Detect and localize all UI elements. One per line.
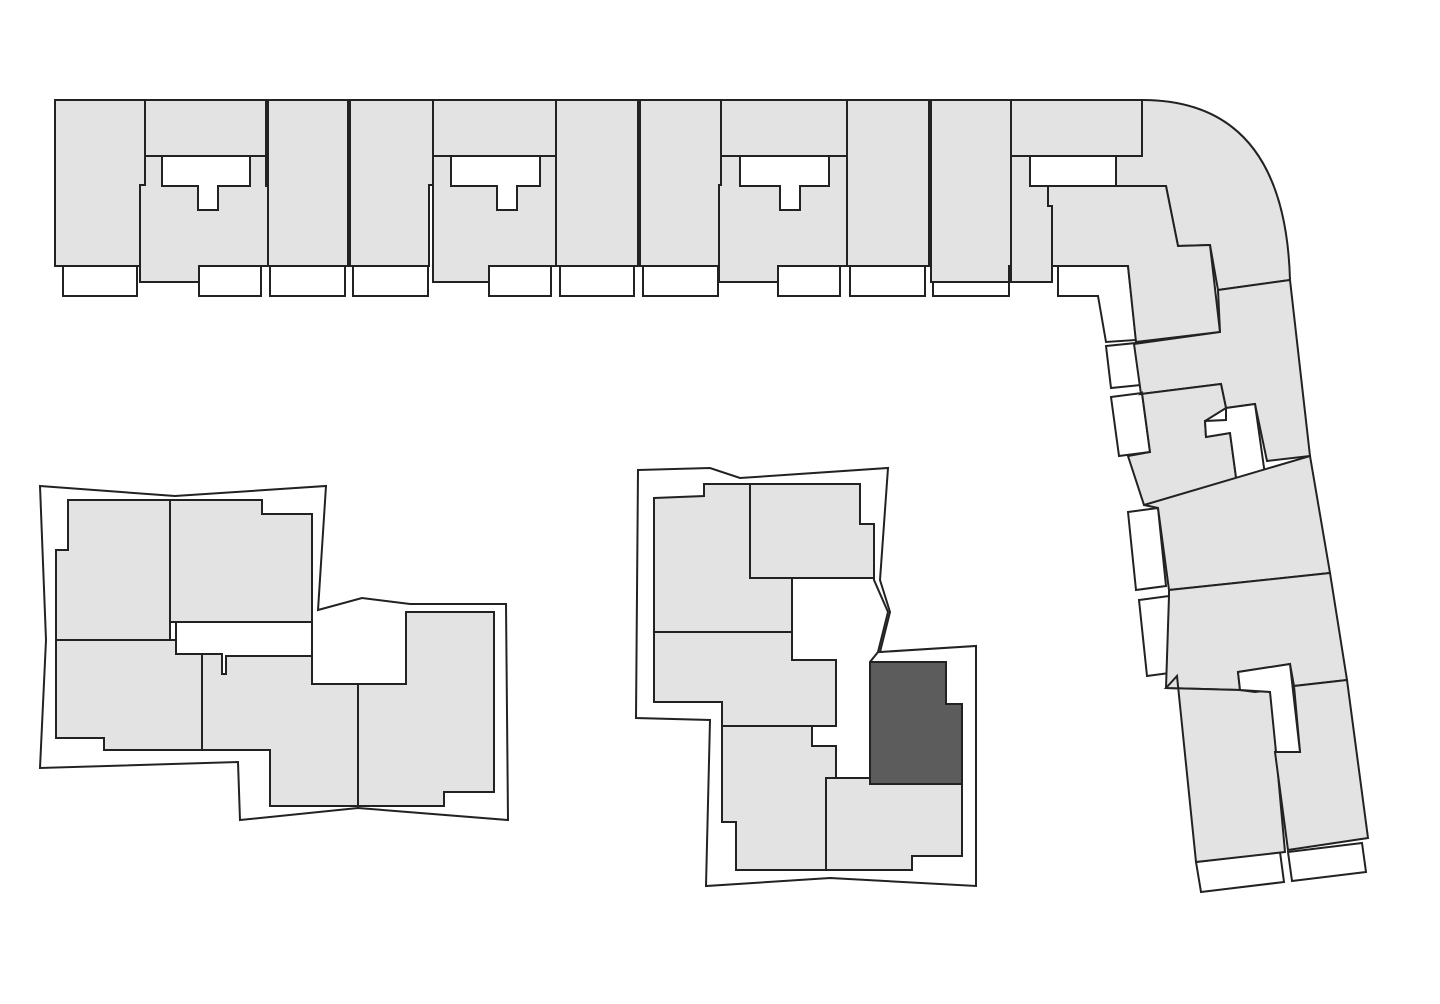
unit[interactable] (721, 725, 837, 871)
unit[interactable] (1163, 673, 1287, 864)
courtyard-void (1236, 662, 1302, 753)
unit[interactable] (720, 99, 848, 157)
balcony[interactable] (352, 265, 429, 297)
building-outline (38, 484, 510, 822)
balcony[interactable] (1286, 841, 1368, 883)
unit[interactable] (432, 155, 557, 283)
unit[interactable] (718, 155, 848, 283)
building-north-east (54, 98, 1370, 894)
balcony[interactable] (1126, 506, 1168, 592)
unit[interactable] (825, 777, 963, 871)
unit[interactable] (267, 99, 349, 267)
balcony[interactable] (849, 265, 926, 297)
unit[interactable] (55, 639, 203, 751)
unit[interactable] (555, 99, 639, 267)
unit[interactable] (55, 499, 171, 641)
unit[interactable] (201, 653, 359, 807)
balcony[interactable] (777, 265, 841, 297)
unit[interactable] (930, 99, 1012, 283)
courtyard-void (1203, 402, 1269, 494)
unit[interactable] (1010, 99, 1143, 157)
balcony[interactable] (642, 265, 719, 297)
balcony[interactable] (62, 265, 138, 297)
unit[interactable] (639, 99, 722, 267)
unit[interactable] (357, 611, 495, 807)
balcony[interactable] (1057, 265, 1138, 344)
balcony[interactable] (269, 265, 346, 297)
courtyard-void (791, 577, 890, 779)
unit[interactable] (169, 499, 313, 623)
balcony[interactable] (488, 265, 552, 297)
unit[interactable] (749, 483, 875, 579)
unit[interactable] (1047, 185, 1222, 344)
unit[interactable] (432, 99, 557, 157)
building-outline (634, 466, 977, 888)
unit[interactable] (349, 99, 434, 267)
building-south-center (634, 466, 977, 888)
unit[interactable] (1010, 155, 1053, 283)
balcony[interactable] (198, 265, 262, 297)
balcony[interactable] (559, 265, 635, 297)
north-wing-units (54, 99, 1143, 283)
unit[interactable] (144, 99, 267, 157)
balconies-east-wing (1104, 341, 1368, 894)
building-south-center-unit-7[interactable] (869, 661, 963, 785)
east-wing-units (1047, 98, 1370, 864)
unit[interactable] (54, 99, 146, 267)
courtyard-void (175, 621, 313, 675)
unit[interactable] (139, 155, 269, 283)
unit[interactable] (846, 99, 930, 267)
building-south-west (38, 484, 510, 822)
